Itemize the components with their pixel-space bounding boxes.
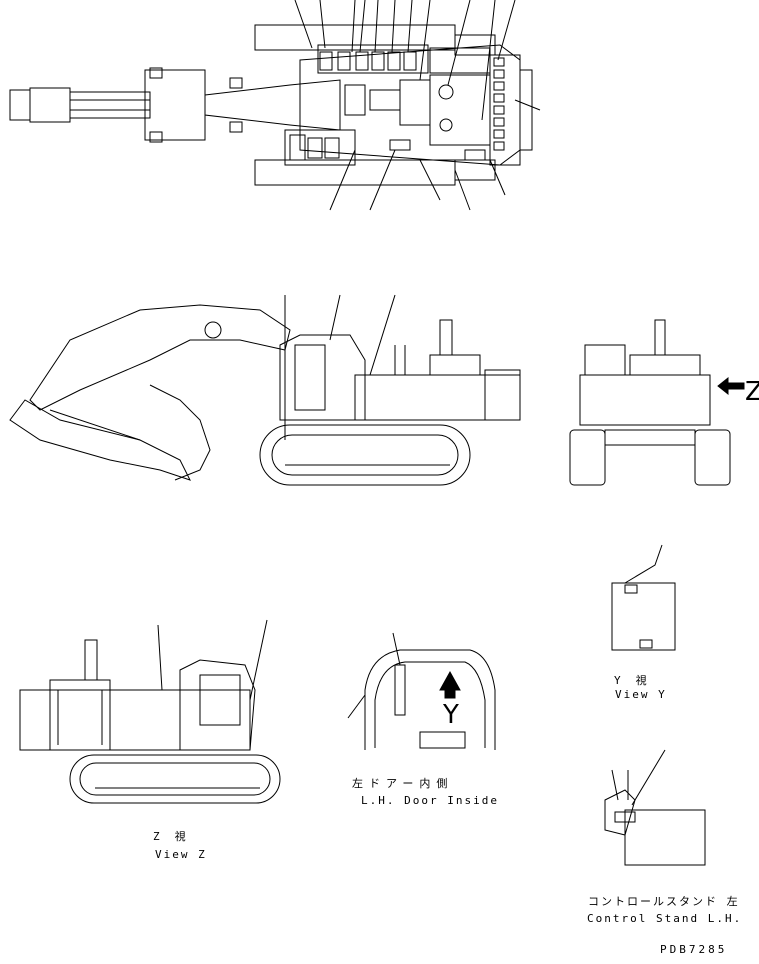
control-stand-caption-jp: コントロールスタンド 左 (588, 895, 740, 908)
view-y-caption-en: View Y (615, 688, 667, 701)
view-z-arrow-label: Z (745, 377, 759, 407)
view-y-caption-jp: Y 視 (614, 674, 649, 687)
side-view (9, 294, 521, 486)
control-stand-drawing (604, 749, 706, 866)
view-z-caption-jp: Z 視 (153, 830, 188, 843)
view-z-drawing (19, 619, 281, 804)
control-stand-caption-en: Control Stand L.H. (587, 912, 743, 925)
view-z-caption-en: View Z (155, 848, 207, 861)
rear-view (569, 319, 745, 486)
top-view (9, 0, 541, 211)
door-marker-y: Y (443, 700, 459, 730)
door-caption-en: L.H. Door Inside (361, 794, 499, 807)
drawing-id: PDB7285 (660, 943, 728, 956)
view-y-drawing (611, 544, 676, 651)
door-caption-jp: 左ドアー内側 (352, 777, 454, 790)
door-drawing (347, 632, 496, 750)
